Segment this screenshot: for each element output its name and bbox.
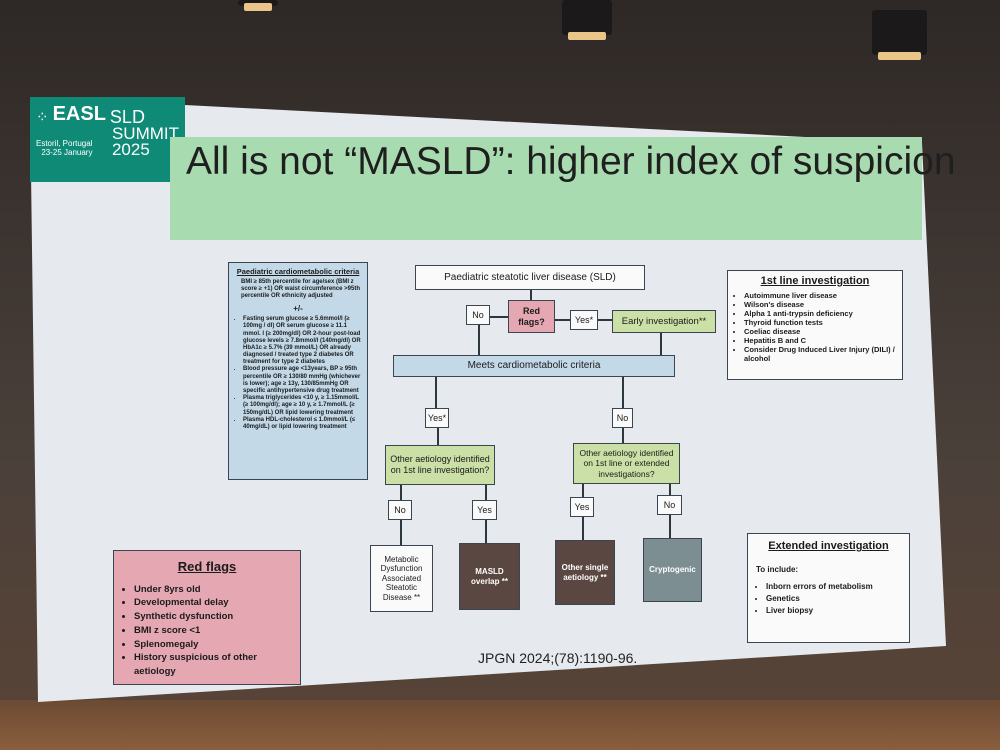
cryptogenic-box: Cryptogenic	[643, 538, 702, 602]
title-band	[170, 137, 922, 240]
first-line-item: Alpha 1 anti-trypsin deficiency	[744, 309, 896, 318]
citation: JPGN 2024;(78):1190-96.	[478, 650, 638, 666]
stage-floor	[0, 700, 1000, 750]
connector	[582, 517, 584, 540]
criteria-item: Fasting serum glucose ≥ 5.6mmol/l (≥ 100…	[243, 316, 361, 366]
meets-criteria-box: Meets cardiometabolic criteria	[393, 355, 675, 377]
red-flag-item: Developmental delay	[134, 596, 290, 610]
first-line-item: Hepatitis B and C	[744, 336, 896, 345]
ceiling-light	[238, 0, 278, 11]
connector	[669, 484, 671, 495]
ceiling-light	[872, 10, 927, 60]
first-line-item: Autoimmune liver disease	[744, 291, 896, 300]
slide-title: All is not “MASLD”: higher index of susp…	[186, 140, 956, 183]
red-flag-item: Under 8yrs old	[134, 583, 290, 597]
criteria-item: Plasma HDL-cholesterol ≤ 1.0mmol/L (≤ 40…	[243, 417, 361, 431]
criteria-intro: BMI ≥ 85th percentile for age/sex (BMI z…	[241, 279, 361, 300]
first-line-heading: 1st line investigation	[760, 275, 870, 287]
connector	[622, 428, 624, 443]
logo-summit: SUMMIT	[111, 124, 179, 143]
first-line-investigation-box: 1st line investigation Autoimmune liver …	[727, 270, 903, 380]
red-flag-item: Splenomegaly	[134, 638, 290, 652]
no-label: No	[388, 500, 412, 520]
connector	[622, 377, 624, 408]
extended-investigation-box: Extended investigation To include: Inbor…	[747, 533, 910, 643]
connector	[400, 520, 402, 545]
logo-event: SLD	[109, 107, 145, 127]
connector	[490, 316, 508, 318]
no-label: No	[466, 305, 490, 325]
yes-label: Yes*	[425, 408, 449, 428]
other-aetiology-right-box: Other aetiology identified on 1st line o…	[573, 443, 680, 484]
first-line-item: Thyroid function tests	[744, 318, 896, 327]
red-flag-item: Synthetic dysfunction	[134, 610, 290, 624]
red-flags-box: Red flags Under 8yrs old Developmental d…	[113, 550, 301, 685]
connector	[582, 484, 584, 497]
cardiometabolic-criteria-box: Paediatric cardiometabolic criteria BMI …	[228, 262, 368, 480]
first-line-item: Wilson's disease	[744, 300, 896, 309]
criteria-item: Plasma triglycerides <10 y, ≥ 1.15mmol/L…	[243, 395, 361, 417]
early-investigation-box: Early investigation**	[612, 310, 716, 333]
connector	[437, 428, 439, 445]
red-flag-item: BMI z score <1	[134, 624, 290, 638]
connector	[478, 325, 480, 355]
red-flags-question-box: Red flags?	[508, 300, 555, 333]
yes-label: Yes*	[570, 310, 598, 330]
logo-dots-icon: ⁘	[36, 109, 49, 126]
first-line-item: Consider Drug Induced Liver Injury (DILI…	[744, 345, 896, 363]
criteria-heading: Paediatric cardiometabolic criteria	[236, 267, 360, 276]
connector	[435, 377, 437, 408]
extended-intro: To include:	[756, 565, 799, 575]
logo-dates: 23-25 January	[41, 148, 93, 158]
connector	[400, 485, 402, 500]
no-label: No	[657, 495, 682, 515]
connector	[485, 485, 487, 500]
logo-location: Estoril, Portugal	[36, 138, 93, 148]
logo-year: 2025	[111, 140, 150, 159]
connector	[530, 290, 532, 300]
red-flag-item: History suspicious of other aetiology	[134, 651, 290, 679]
connector	[485, 520, 487, 543]
red-flags-heading: Red flags	[177, 559, 237, 574]
logo-brand: EASL	[52, 103, 106, 125]
yes-label: Yes	[570, 497, 594, 517]
other-single-aetiology-box: Other single aetiology **	[555, 540, 615, 605]
criteria-plusminus: +/-	[293, 303, 303, 313]
extended-item: Liver biopsy	[766, 605, 901, 617]
connector	[669, 515, 671, 538]
criteria-item: Blood pressure age <13years, BP ≥ 95th p…	[243, 366, 361, 395]
sld-start-box: Paediatric steatotic liver disease (SLD)	[415, 265, 645, 290]
masld-overlap-box: MASLD overlap **	[459, 543, 520, 610]
connector	[660, 333, 662, 355]
yes-label: Yes	[472, 500, 497, 520]
no-label: No	[612, 408, 633, 428]
masld-outcome-box: Metabolic Dysfunction Associated Steatot…	[370, 545, 433, 612]
extended-heading: Extended investigation	[768, 540, 889, 552]
other-aetiology-left-box: Other aetiology identified on 1st line i…	[385, 445, 495, 485]
first-line-item: Coeliac disease	[744, 327, 896, 336]
ceiling-light	[562, 0, 612, 40]
extended-item: Inborn errors of metabolism	[766, 581, 901, 593]
extended-item: Genetics	[766, 593, 901, 605]
